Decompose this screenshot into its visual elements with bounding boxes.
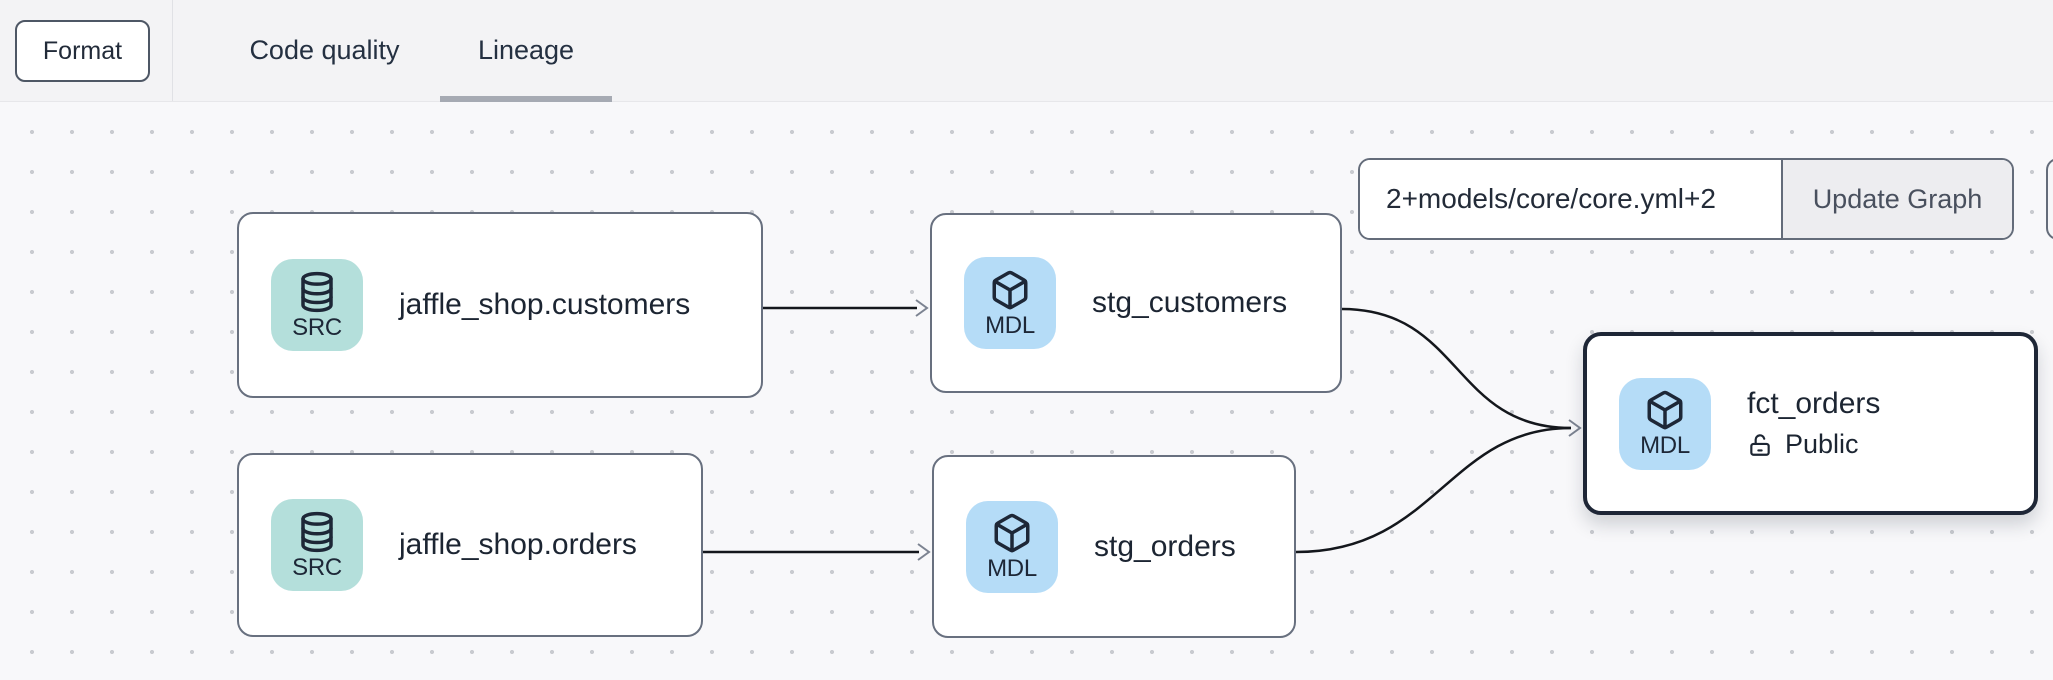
database-icon [296, 271, 338, 313]
node-type-label: SRC [292, 553, 342, 581]
tab-code-quality[interactable]: Code quality [249, 35, 400, 65]
node-type-label: MDL [1640, 432, 1690, 459]
toolbar-divider [172, 0, 173, 101]
node-access-label: Public [1785, 429, 1859, 459]
tab-lineage[interactable]: Lineage [477, 35, 575, 65]
source-badge: SRC [271, 259, 363, 351]
node-source-customers[interactable]: SRC jaffle_shop.customers [237, 212, 763, 398]
model-badge: MDL [964, 257, 1056, 349]
node-stg-orders[interactable]: MDL stg_orders [932, 455, 1296, 638]
model-selector-input[interactable]: 2+models/core/core.yml+2 [1360, 160, 1781, 238]
node-title: stg_orders [1094, 529, 1236, 563]
node-title: jaffle_shop.customers [399, 288, 691, 321]
node-type-label: SRC [292, 313, 342, 341]
cube-icon [989, 269, 1031, 311]
node-type-label: MDL [985, 311, 1035, 339]
node-source-orders[interactable]: SRC jaffle_shop.orders [237, 453, 703, 637]
node-title: fct_orders [1747, 387, 1881, 420]
node-fct-orders[interactable]: MDL fct_orders Public [1583, 332, 2038, 515]
update-graph-button[interactable]: Update Graph [1781, 160, 2012, 238]
node-title: stg_customers [1092, 286, 1288, 319]
node-type-label: MDL [987, 555, 1037, 582]
database-icon [296, 511, 338, 553]
model-badge: MDL [1619, 377, 1711, 470]
top-bar: Format Code quality Lineage [0, 0, 2053, 102]
unlock-icon [1747, 432, 1773, 458]
cube-icon [991, 512, 1033, 554]
active-tab-underline [440, 96, 612, 102]
partial-button[interactable] [2046, 158, 2053, 240]
lineage-selector-group: 2+models/core/core.yml+2 Update Graph [1358, 158, 2014, 240]
node-access-row: Public [1747, 429, 1880, 460]
model-badge: MDL [966, 500, 1058, 593]
cube-icon [1644, 389, 1686, 431]
node-stg-customers[interactable]: MDL stg_customers [930, 213, 1342, 393]
format-button[interactable]: Format [15, 20, 150, 82]
node-title: jaffle_shop.orders [399, 528, 637, 561]
source-badge: SRC [271, 499, 363, 591]
